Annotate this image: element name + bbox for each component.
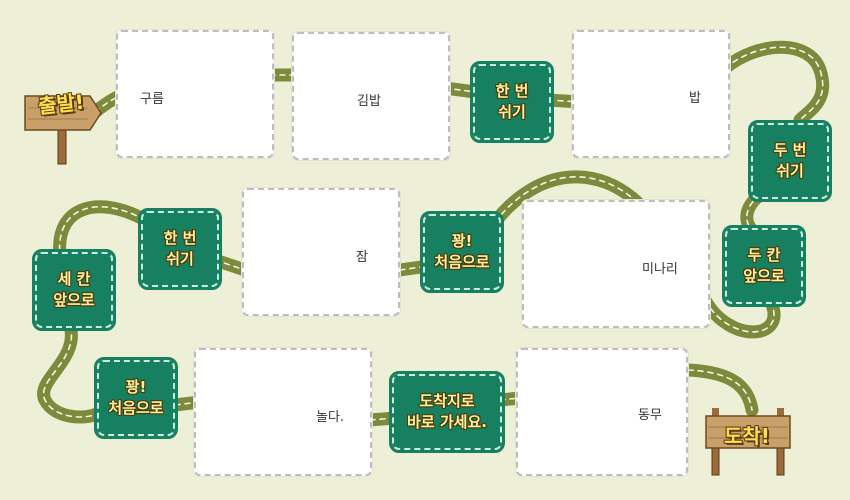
special-tile[interactable]: 도착지로 바로 가세요.: [389, 371, 505, 453]
tile-text: 한 번 쉬기: [163, 229, 197, 268]
special-tile[interactable]: 꽝! 처음으로: [420, 211, 504, 293]
finish-label: 도착!: [724, 424, 770, 448]
start-label: 출발!: [37, 89, 86, 119]
word-card[interactable]: 미나리: [522, 200, 710, 328]
special-tile[interactable]: 꽝! 처음으로: [94, 357, 178, 439]
finish-signpost: [705, 408, 791, 476]
word-card[interactable]: 잠: [242, 188, 400, 316]
tile-text: 두 번 쉬기: [773, 141, 807, 180]
card-word: 김밥: [357, 94, 381, 109]
special-tile[interactable]: 한 번 쉬기: [470, 61, 554, 143]
word-card[interactable]: 김밥: [292, 32, 450, 160]
card-word: 잠: [356, 250, 368, 265]
tile-text: 한 번 쉬기: [495, 82, 529, 121]
tile-text: 두 칸 앞으로: [743, 246, 785, 285]
start-signpost: [24, 95, 102, 165]
word-card[interactable]: 밥: [572, 30, 730, 158]
tile-text: 세 칸 앞으로: [53, 270, 95, 309]
card-word: 구름: [140, 92, 164, 107]
tile-text: 도착지로 바로 가세요.: [407, 392, 487, 431]
card-word: 놀다.: [316, 410, 345, 425]
word-card[interactable]: 동무: [516, 348, 688, 476]
road-path: [37, 40, 830, 427]
special-tile[interactable]: 두 칸 앞으로: [722, 225, 806, 307]
word-card[interactable]: 구름: [116, 30, 274, 158]
special-tile[interactable]: 두 번 쉬기: [748, 120, 832, 202]
card-word: 미나리: [642, 262, 678, 277]
card-word: 밥: [689, 91, 701, 106]
special-tile[interactable]: 세 칸 앞으로: [32, 249, 116, 331]
card-word: 동무: [638, 408, 662, 423]
tile-text: 꽝! 처음으로: [108, 378, 164, 417]
special-tile[interactable]: 한 번 쉬기: [138, 208, 222, 290]
tile-text: 꽝! 처음으로: [434, 232, 490, 271]
word-card[interactable]: 놀다.: [194, 348, 372, 476]
